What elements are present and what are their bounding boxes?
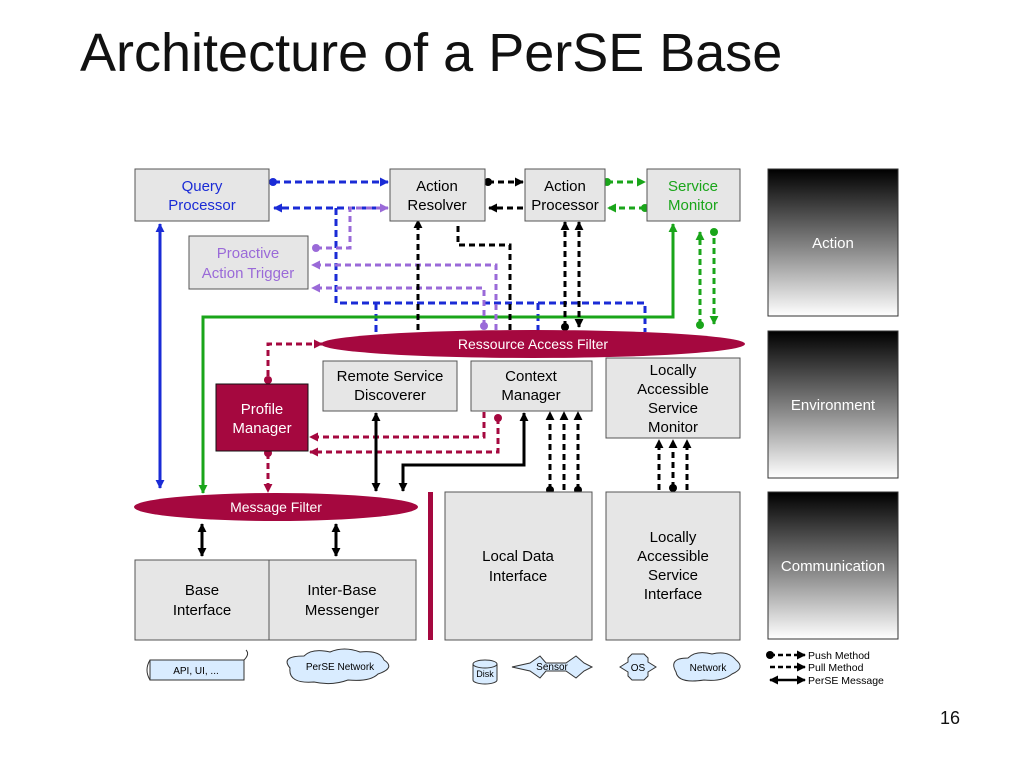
crimson-filter-profile <box>264 339 323 384</box>
profile-manager-box: Profile Manager <box>215 383 309 452</box>
service-monitor-box: Service Monitor <box>646 168 741 222</box>
disk-icon: Disk <box>472 659 498 685</box>
action-processor-label-2: Processor <box>531 197 599 214</box>
black-context-message <box>398 412 529 492</box>
query-processor-label-2: Processor <box>168 197 236 214</box>
service-monitor-label-1: Service <box>668 178 718 195</box>
network-label: Network <box>690 663 728 674</box>
base-interface-box: Base Interface <box>134 559 270 641</box>
message-filter: Message Filter <box>134 493 418 521</box>
purple-filter-to-trigger <box>311 283 488 330</box>
legend: Push Method Pull Method PerSE Message <box>766 650 884 687</box>
lsi-label-2: Accessible <box>637 548 709 565</box>
profile-manager-label-1: Profile <box>241 401 284 418</box>
disk-label: Disk <box>476 669 494 679</box>
message-filter-label: Message Filter <box>230 499 322 515</box>
connectors <box>155 177 719 557</box>
purple-trigger-to-resolver <box>312 203 389 252</box>
action-processor-box: Action Processor <box>524 168 606 222</box>
perse-network-cloud-icon: PerSE Network <box>286 648 390 685</box>
perse-network-label: PerSE Network <box>306 662 375 673</box>
os-icon: OS <box>619 653 657 681</box>
remote-discoverer-label-1: Remote Service <box>337 368 444 385</box>
lsm-label-2: Accessible <box>637 381 709 398</box>
network-cloud-icon: Network <box>673 652 741 682</box>
lsi-label-4: Interface <box>644 586 702 603</box>
query-processor-box: Query Processor <box>134 168 270 222</box>
proactive-trigger-box: Proactive Action Trigger <box>188 235 309 290</box>
remote-discoverer-label-2: Discoverer <box>354 387 426 404</box>
sensor-icon: Sensor <box>511 655 594 679</box>
legend-pull-label: Pull Method <box>808 662 864 674</box>
os-label: OS <box>631 663 646 674</box>
legend-push-label: Push Method <box>808 650 870 662</box>
context-manager-label-2: Manager <box>501 387 560 404</box>
profile-manager-label-2: Manager <box>232 420 291 437</box>
lsm-label-3: Service <box>648 400 698 417</box>
lsm-label-4: Monitor <box>648 419 698 436</box>
scroll-label: API, UI, ... <box>173 666 219 677</box>
resource-access-filter: Ressource Access Filter <box>321 330 745 358</box>
lsi-label-1: Locally <box>650 529 697 546</box>
action-resolver-label-1: Action <box>416 178 458 195</box>
local-data-label-2: Interface <box>489 568 547 585</box>
legend-push: Push Method <box>766 650 870 662</box>
inter-base-label-2: Messenger <box>305 602 379 619</box>
layer-environment-label: Environment <box>791 397 876 414</box>
layer-action: Action <box>767 168 899 317</box>
local-service-monitor-box: Locally Accessible Service Monitor <box>605 357 741 439</box>
local-data-label-1: Local Data <box>482 548 554 565</box>
base-interface-label-1: Base <box>185 582 219 599</box>
crimson-context-profile-2 <box>309 414 502 457</box>
sensor-label: Sensor <box>536 662 568 673</box>
legend-message: PerSE Message <box>769 675 884 687</box>
slide-title: Architecture of a PerSE Base <box>80 23 783 83</box>
action-resolver-label-2: Resolver <box>407 197 466 214</box>
proactive-trigger-label-1: Proactive <box>217 245 280 262</box>
proactive-trigger-label-2: Action Trigger <box>202 265 295 282</box>
black-resolver-filter-2 <box>456 222 512 330</box>
blue-loop-resolver <box>334 208 647 332</box>
local-service-interface-box: Locally Accessible Service Interface <box>605 491 741 641</box>
inter-base-messenger-box: Inter-Base Messenger <box>268 559 417 641</box>
lsm-label-1: Locally <box>650 362 697 379</box>
legend-message-label: PerSE Message <box>808 675 884 687</box>
base-interface-label-2: Interface <box>173 602 231 619</box>
purple-filter-to-trigger-2 <box>311 260 498 330</box>
lsi-label-3: Service <box>648 567 698 584</box>
context-manager-box: Context Manager <box>470 360 593 412</box>
inter-base-label-1: Inter-Base <box>307 582 376 599</box>
legend-pull: Pull Method <box>770 662 864 674</box>
page-number: 16 <box>940 708 961 728</box>
query-processor-label-1: Query <box>182 178 223 195</box>
layer-action-label: Action <box>812 235 854 252</box>
service-monitor-label-2: Monitor <box>668 197 718 214</box>
resource-access-filter-label: Ressource Access Filter <box>458 336 608 352</box>
context-manager-label-1: Context <box>505 368 558 385</box>
layer-environment: Environment <box>767 330 899 479</box>
scroll-icon: API, UI, ... <box>146 649 249 681</box>
action-processor-label-1: Action <box>544 178 586 195</box>
crimson-context-profile-1 <box>309 412 486 442</box>
layer-communication: Communication <box>767 491 899 640</box>
remote-discoverer-box: Remote Service Discoverer <box>322 360 458 412</box>
action-resolver-box: Action Resolver <box>389 168 486 222</box>
local-data-interface-box: Local Data Interface <box>444 491 593 641</box>
divider-bar <box>428 492 433 640</box>
layer-communication-label: Communication <box>781 558 885 575</box>
